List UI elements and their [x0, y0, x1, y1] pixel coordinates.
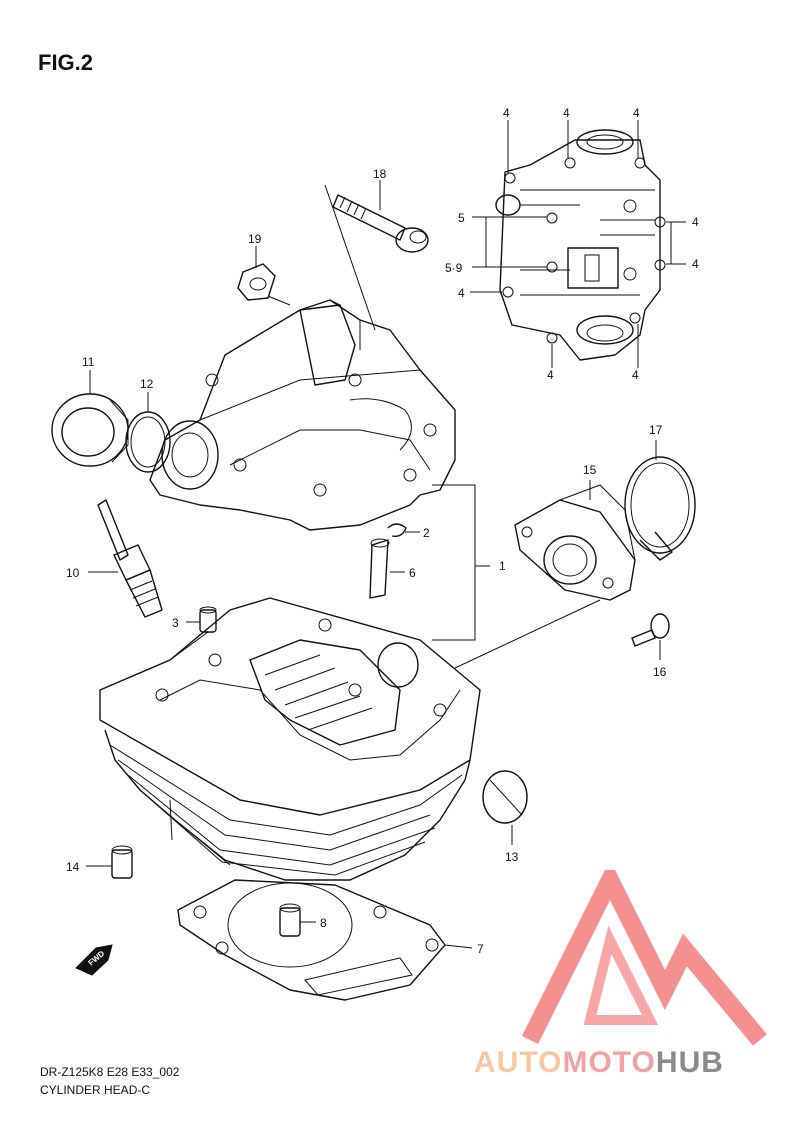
callout-label: 4	[503, 106, 510, 120]
clip-2	[387, 523, 420, 538]
callout-label: 4	[547, 368, 554, 382]
intake-pipe-15	[514, 480, 636, 601]
dowel-3	[186, 606, 217, 633]
callout-label: 1	[499, 559, 506, 573]
callout-label: 2	[423, 526, 430, 540]
watermark-part-moto: MOTO	[562, 1046, 656, 1079]
callout-label: 16	[653, 665, 667, 679]
callout-label: 4	[563, 106, 570, 120]
callout-label: 7	[477, 942, 484, 956]
callout-label: 3	[172, 616, 179, 630]
callout-label: 4	[692, 215, 699, 229]
nut-19	[237, 246, 276, 301]
callout-label: 5	[458, 211, 465, 225]
callout-label: 10	[66, 566, 80, 580]
callout-labels: 1 2 3 4 4 4 4 4 4 4 4 5 5·9 6 7 8 10 11 …	[66, 106, 699, 956]
callout-1-bracket	[432, 484, 490, 641]
dowel-14	[86, 845, 133, 879]
callout-label: 13	[505, 850, 519, 864]
head-top-view	[470, 120, 686, 368]
callout-label: 17	[649, 423, 663, 437]
fwd-arrow-icon: FWD	[75, 944, 113, 976]
callout-label: 8	[320, 916, 327, 930]
callout-label: 6	[409, 566, 416, 580]
callout-label: 5·9	[445, 261, 463, 275]
plug-13	[482, 770, 528, 845]
assembly-name: CYLINDER HEAD-C	[40, 1083, 151, 1097]
callout-label: 4	[458, 286, 465, 300]
o-ring-12	[125, 392, 171, 473]
clamp-17	[624, 440, 696, 561]
callout-label: 4	[633, 106, 640, 120]
spark-plug-10	[88, 499, 163, 618]
cylinder-head	[99, 597, 601, 881]
automotohub-logo	[521, 870, 767, 1046]
guide-6	[369, 538, 405, 599]
screw-16	[631, 613, 670, 660]
callout-label: 18	[373, 167, 387, 181]
watermark-text: AUTOMOTOHUB	[474, 1046, 724, 1080]
callout-label: 14	[66, 860, 80, 874]
callout-label: 12	[140, 377, 154, 391]
bolt-18	[332, 180, 429, 253]
callout-label: 19	[248, 232, 262, 246]
callout-label: 4	[692, 257, 699, 271]
cap-11	[51, 370, 129, 467]
watermark-part-hub: HUB	[655, 1046, 724, 1079]
figure-title: FIG.2	[38, 50, 94, 75]
watermark-part-auto: AUTO	[474, 1046, 563, 1079]
model-code: DR-Z125K8 E28 E33_002	[40, 1065, 180, 1079]
gasket-7	[177, 879, 473, 1001]
head-cover	[149, 184, 456, 531]
figure-footer: DR-Z125K8 E28 E33_002 CYLINDER HEAD-C	[40, 1063, 179, 1099]
callout-label: 4	[632, 368, 639, 382]
dowel-8	[279, 903, 316, 937]
callout-label: 15	[583, 463, 597, 477]
callout-label: 11	[82, 355, 95, 369]
